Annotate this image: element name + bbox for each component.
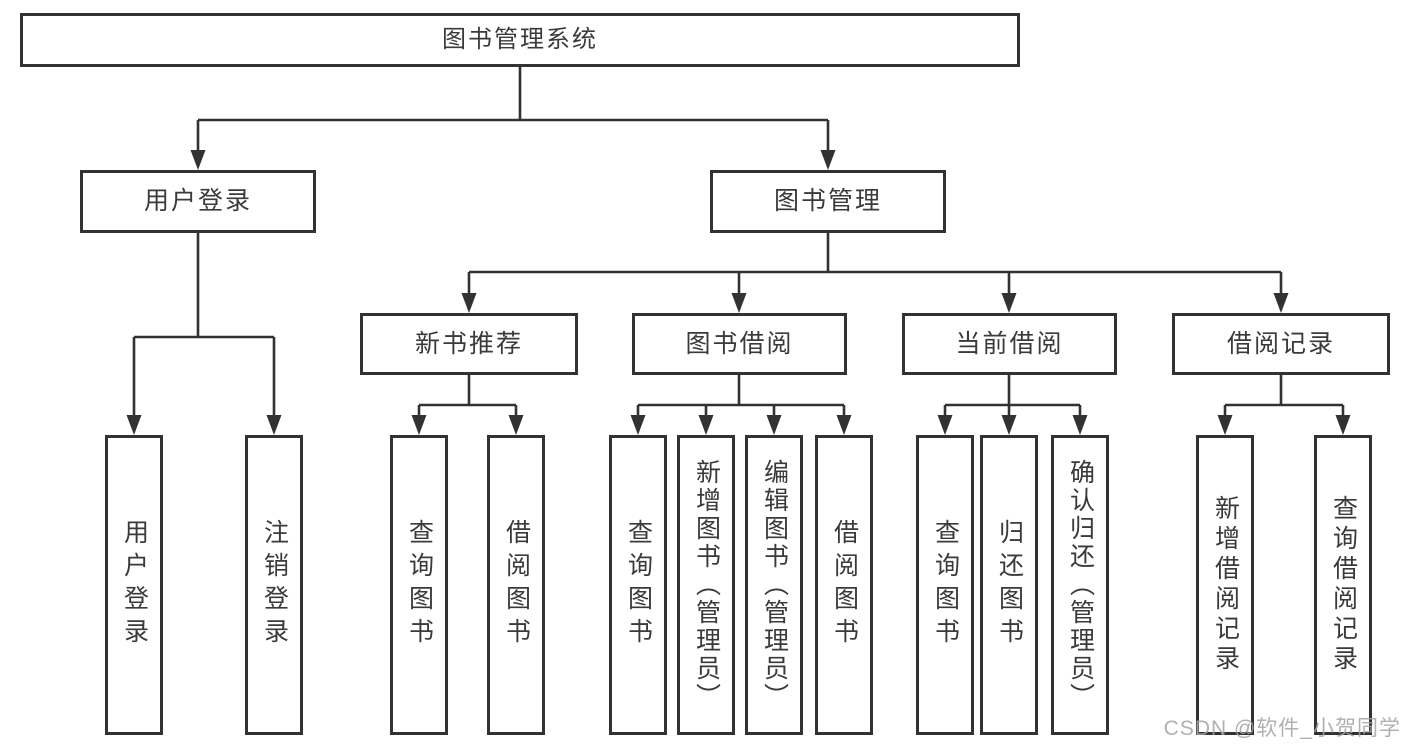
node-label: 借阅图书 — [502, 519, 531, 651]
node-label: 编辑图书（管理员） — [760, 459, 789, 711]
leaf-cb-return-books: 归还图书 — [980, 435, 1038, 735]
node-root-system: 图书管理系统 — [20, 13, 1020, 67]
node-label: 查询借阅记录 — [1329, 495, 1358, 675]
csdn-watermark: CSDN @软件_小贺同学 — [1163, 717, 1401, 740]
node-label: 借阅图书 — [830, 519, 859, 651]
leaf-nbr-query-books: 查询图书 — [390, 435, 448, 735]
leaf-bb-add-books-admin: 新增图书（管理员） — [677, 435, 735, 735]
leaf-nbr-borrow-books: 借阅图书 — [487, 435, 545, 735]
node-label: 图书管理系统 — [442, 26, 598, 53]
leaf-br-query-record: 查询借阅记录 — [1314, 435, 1372, 735]
leaf-br-add-record: 新增借阅记录 — [1196, 435, 1254, 735]
node-label: 图书管理 — [773, 187, 882, 215]
leaf-logout: 注销登录 — [245, 435, 303, 735]
node-label: 图书借阅 — [685, 329, 794, 358]
leaf-user-login: 用户登录 — [105, 435, 163, 735]
node-borrow-records: 借阅记录 — [1172, 313, 1390, 375]
leaf-cb-confirm-return-admin: 确认归还（管理员） — [1051, 435, 1109, 735]
node-label: 确认归还（管理员） — [1066, 459, 1095, 711]
leaf-bb-borrow-books: 借阅图书 — [815, 435, 873, 735]
node-label: 借阅记录 — [1226, 329, 1335, 358]
node-label: 新增借阅记录 — [1211, 495, 1240, 675]
node-label: 新增图书（管理员） — [692, 459, 721, 711]
leaf-bb-edit-books-admin: 编辑图书（管理员） — [745, 435, 803, 735]
node-book-management: 图书管理 — [710, 170, 946, 233]
node-label: 查询图书 — [931, 519, 960, 651]
node-current-borrow: 当前借阅 — [902, 313, 1117, 375]
node-book-borrow: 图书借阅 — [632, 313, 847, 375]
leaf-bb-query-books: 查询图书 — [609, 435, 667, 735]
node-label: 用户登录 — [143, 187, 252, 215]
node-label: 查询图书 — [624, 519, 653, 651]
node-new-book-recommend: 新书推荐 — [360, 313, 578, 375]
node-user-login: 用户登录 — [80, 170, 316, 233]
node-label: 查询图书 — [405, 519, 434, 651]
node-label: 用户登录 — [120, 519, 149, 651]
node-label: 当前借阅 — [955, 329, 1064, 358]
node-label: 新书推荐 — [414, 329, 523, 358]
arrowheads — [126, 150, 1351, 435]
leaf-cb-query-books: 查询图书 — [916, 435, 974, 735]
node-label: 归还图书 — [995, 519, 1024, 651]
node-label: 注销登录 — [260, 519, 289, 651]
